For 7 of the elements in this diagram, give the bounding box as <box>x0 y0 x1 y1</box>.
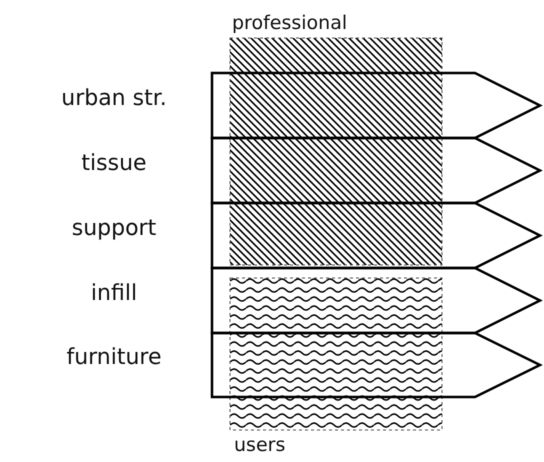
layer-label: tissue <box>80 150 148 176</box>
layer-label: infill <box>90 280 138 306</box>
layer-label: urban str. <box>60 86 168 110</box>
zone-label: users <box>234 434 286 456</box>
layer-label: support <box>70 216 158 240</box>
zone-label: professional <box>232 12 348 34</box>
layer-label: furniture <box>65 345 163 370</box>
